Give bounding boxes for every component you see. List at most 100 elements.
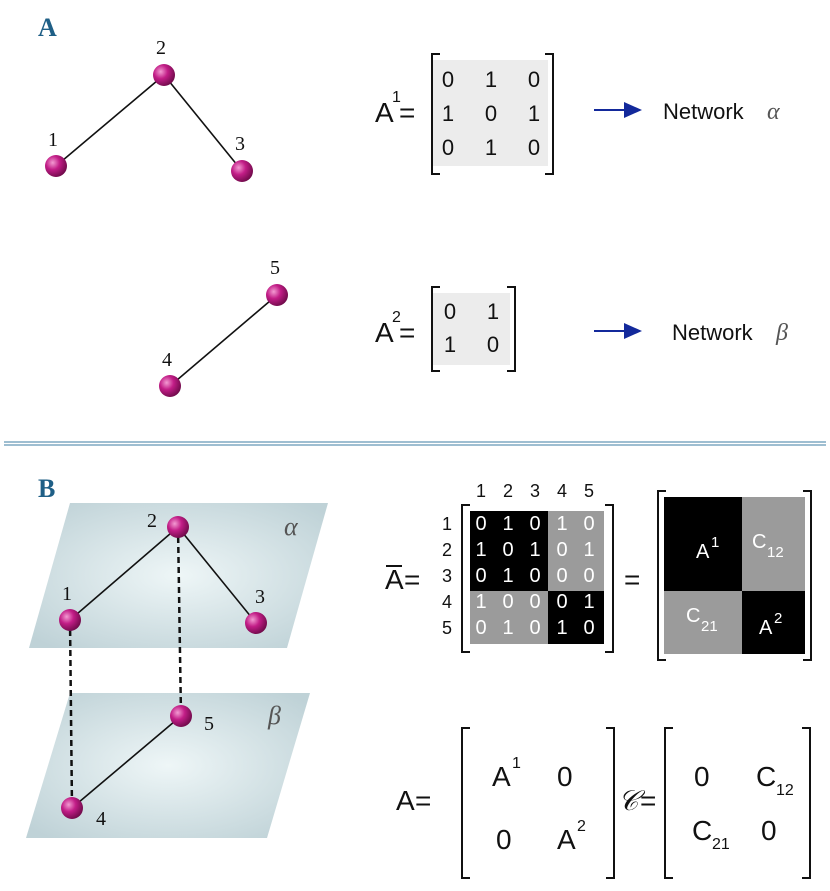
block-diag-name: A <box>396 785 415 816</box>
block-diag-a2: A <box>557 824 576 855</box>
supra-equals: = <box>404 564 420 595</box>
panel-a-label: A <box>38 13 57 42</box>
coupling-zero2: 0 <box>761 815 777 846</box>
matrix-cell: 1 <box>502 513 513 535</box>
column-index: 5 <box>584 481 594 501</box>
row-index: 2 <box>442 540 452 560</box>
matrix-cell: 0 <box>583 513 594 535</box>
layer-alpha-label: α <box>284 512 299 541</box>
matrix-a1-sup: 1 <box>392 89 401 106</box>
panel-separator <box>4 441 826 446</box>
matrix-cell: 0 <box>485 101 497 126</box>
matrix-a1-equals: = <box>399 97 415 128</box>
node-label-4: 4 <box>162 349 172 371</box>
matrix-cell: 1 <box>583 591 594 613</box>
layer-alpha-plane <box>29 503 328 648</box>
block-diag-a1-sup: 1 <box>512 755 521 772</box>
matrix-cell: 0 <box>475 513 486 535</box>
column-index: 2 <box>503 481 513 501</box>
matrix-cell: 0 <box>502 591 513 613</box>
matrix-cell: 0 <box>502 539 513 561</box>
matrix-cell: 1 <box>583 539 594 561</box>
block-diag-zero2: 0 <box>496 824 512 855</box>
matrix-cell: 0 <box>529 565 540 587</box>
matrix-cell: 1 <box>444 332 456 357</box>
row-index: 3 <box>442 566 452 586</box>
coupling-c21-sub: 21 <box>712 836 730 853</box>
coupling-zero1: 0 <box>694 761 710 792</box>
node-b-label-3: 3 <box>255 586 265 608</box>
node-b-1 <box>59 609 81 631</box>
multilayer-network: α β 1 2 3 4 5 <box>26 503 328 838</box>
matrix-cell: 0 <box>556 539 567 561</box>
matrix-cell: 0 <box>529 513 540 535</box>
matrix-cell: 0 <box>556 591 567 613</box>
matrix-cell: 0 <box>475 565 486 587</box>
row-index: 1 <box>442 514 452 534</box>
matrix-cell: 1 <box>487 299 499 324</box>
network-beta-label: Network <box>672 320 754 345</box>
network-alpha-label: Network <box>663 99 745 124</box>
node-b-label-1: 1 <box>62 583 72 605</box>
block-c21 <box>664 591 742 654</box>
matrix-cell: 0 <box>528 135 540 160</box>
matrix-cell: 0 <box>442 135 454 160</box>
row-index: 5 <box>442 618 452 638</box>
node-b-2 <box>167 516 189 538</box>
matrix-cell: 0 <box>556 565 567 587</box>
matrix-cell: 0 <box>583 565 594 587</box>
coupling-c12-sub: 12 <box>776 782 794 799</box>
layer-beta-plane <box>26 693 310 838</box>
block-diag-a1: A <box>492 761 511 792</box>
block-a1-label: A <box>696 541 710 563</box>
matrix-cell: 1 <box>485 135 497 160</box>
network-alpha-greek: α <box>767 99 780 125</box>
panel-b-label: B <box>38 474 55 503</box>
layer-beta-label: β <box>267 701 281 730</box>
block-a1-sup: 1 <box>711 534 719 551</box>
block-diag-a2-sup: 2 <box>577 818 586 835</box>
block-c21-sub: 21 <box>701 618 718 635</box>
matrix-cell: 0 <box>583 617 594 639</box>
matrix-a2-equals: = <box>399 317 415 348</box>
coupling-equals: = <box>640 785 656 816</box>
node-b-label-2: 2 <box>147 510 157 532</box>
node-4 <box>159 375 181 397</box>
matrix-cell: 1 <box>475 539 486 561</box>
node-b-5 <box>170 705 192 727</box>
block-a1 <box>664 497 742 591</box>
matrix-cell: 0 <box>487 332 499 357</box>
matrix-cell: 0 <box>444 299 456 324</box>
matrix-a1-name: A <box>375 97 394 128</box>
node-5 <box>266 284 288 306</box>
matrix-cell: 1 <box>475 591 486 613</box>
coupling-c21: C <box>692 815 712 846</box>
block-matrix: A 1 C 12 C 21 A 2 <box>657 490 812 661</box>
column-index: 1 <box>476 481 486 501</box>
node-b-label-5: 5 <box>204 713 214 735</box>
block-diag-equals: = <box>415 785 431 816</box>
matrix-cell: 1 <box>442 101 454 126</box>
matrix-cell: 0 <box>442 67 454 92</box>
matrix-cell: 0 <box>529 591 540 613</box>
node-1 <box>45 155 67 177</box>
node-b-4 <box>61 797 83 819</box>
node-b-3 <box>245 612 267 634</box>
matrix-cell: 1 <box>529 539 540 561</box>
column-index: 4 <box>557 481 567 501</box>
node-label-3: 3 <box>235 133 245 155</box>
matrix-cell: 1 <box>556 617 567 639</box>
coupling-c12: C <box>756 761 776 792</box>
coupling-matrix: 𝒞 = 0 C 12 C 21 0 <box>618 727 811 879</box>
block-c12 <box>742 497 805 591</box>
block-c12-label: C <box>752 531 766 553</box>
block-c12-sub: 12 <box>767 544 784 561</box>
matrix-cell: 0 <box>529 617 540 639</box>
block-a2 <box>742 591 805 654</box>
supra-equals-2: = <box>624 564 640 595</box>
matrix-cell: 1 <box>556 513 567 535</box>
matrix-cell: 0 <box>528 67 540 92</box>
